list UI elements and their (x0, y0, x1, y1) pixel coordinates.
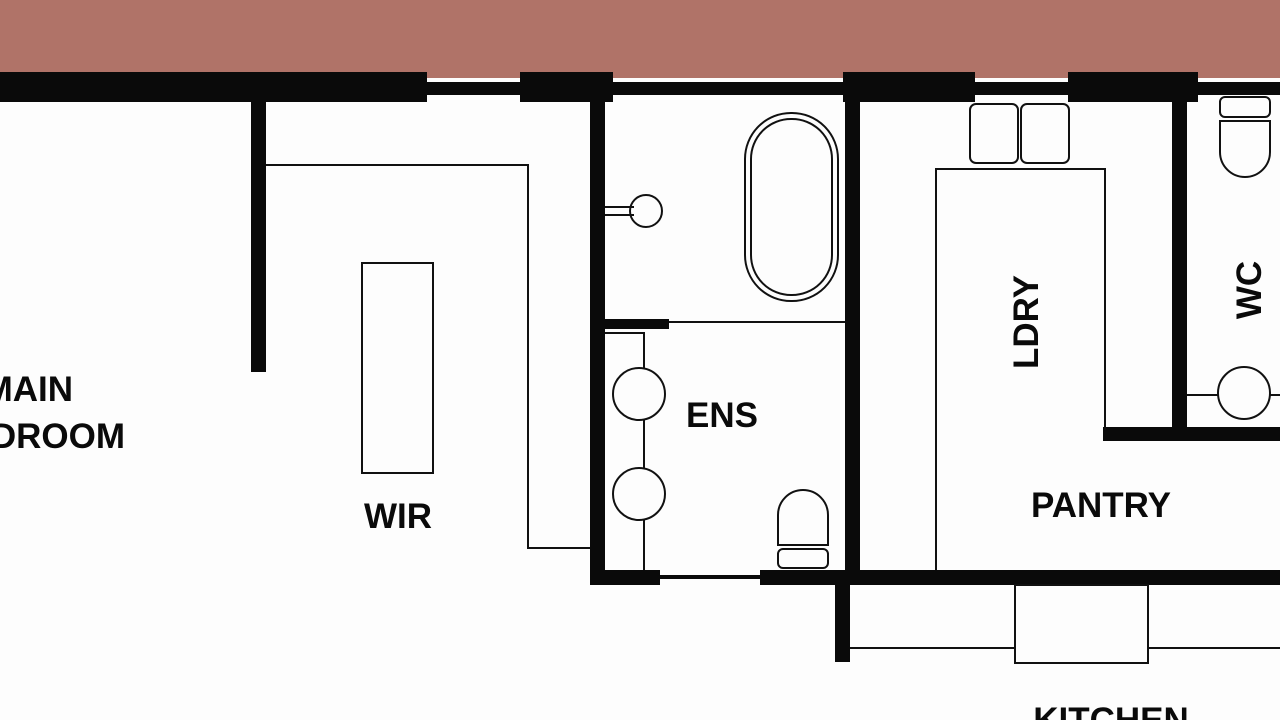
basin-icon (612, 367, 666, 421)
exterior-wall (0, 72, 1280, 102)
room-label-pantry: PANTRY (1031, 486, 1171, 525)
basin-icon (612, 467, 666, 521)
toilet-icon (777, 489, 829, 569)
basin-icon (1217, 366, 1271, 420)
shower-icon (605, 194, 663, 228)
room-label-wir: WIR (364, 497, 432, 536)
kitchen-bench (850, 584, 1280, 664)
room-label-ldry: LDRY (1007, 275, 1046, 369)
roof-band (0, 0, 1280, 78)
wc-toilet-icon (1219, 96, 1271, 178)
interior-walls (251, 80, 1280, 662)
dryer-icon (1020, 103, 1070, 164)
laundry-bench (935, 103, 1106, 570)
wardrobe-outline (266, 164, 590, 549)
bathtub (744, 112, 839, 302)
room-label-ens: ENS (686, 396, 758, 435)
room-label-main-bedroom: MAIN (0, 370, 73, 409)
room-label-wc: WC (1230, 261, 1269, 319)
wc-basin (1187, 366, 1280, 420)
room-label-main-bedroom-2: BEDROOM (0, 417, 125, 456)
washing-machine-icon (969, 103, 1019, 164)
vanity (605, 332, 666, 570)
room-label-kitchen: KITCHEN (1033, 701, 1189, 720)
wardrobe-island (361, 262, 434, 474)
